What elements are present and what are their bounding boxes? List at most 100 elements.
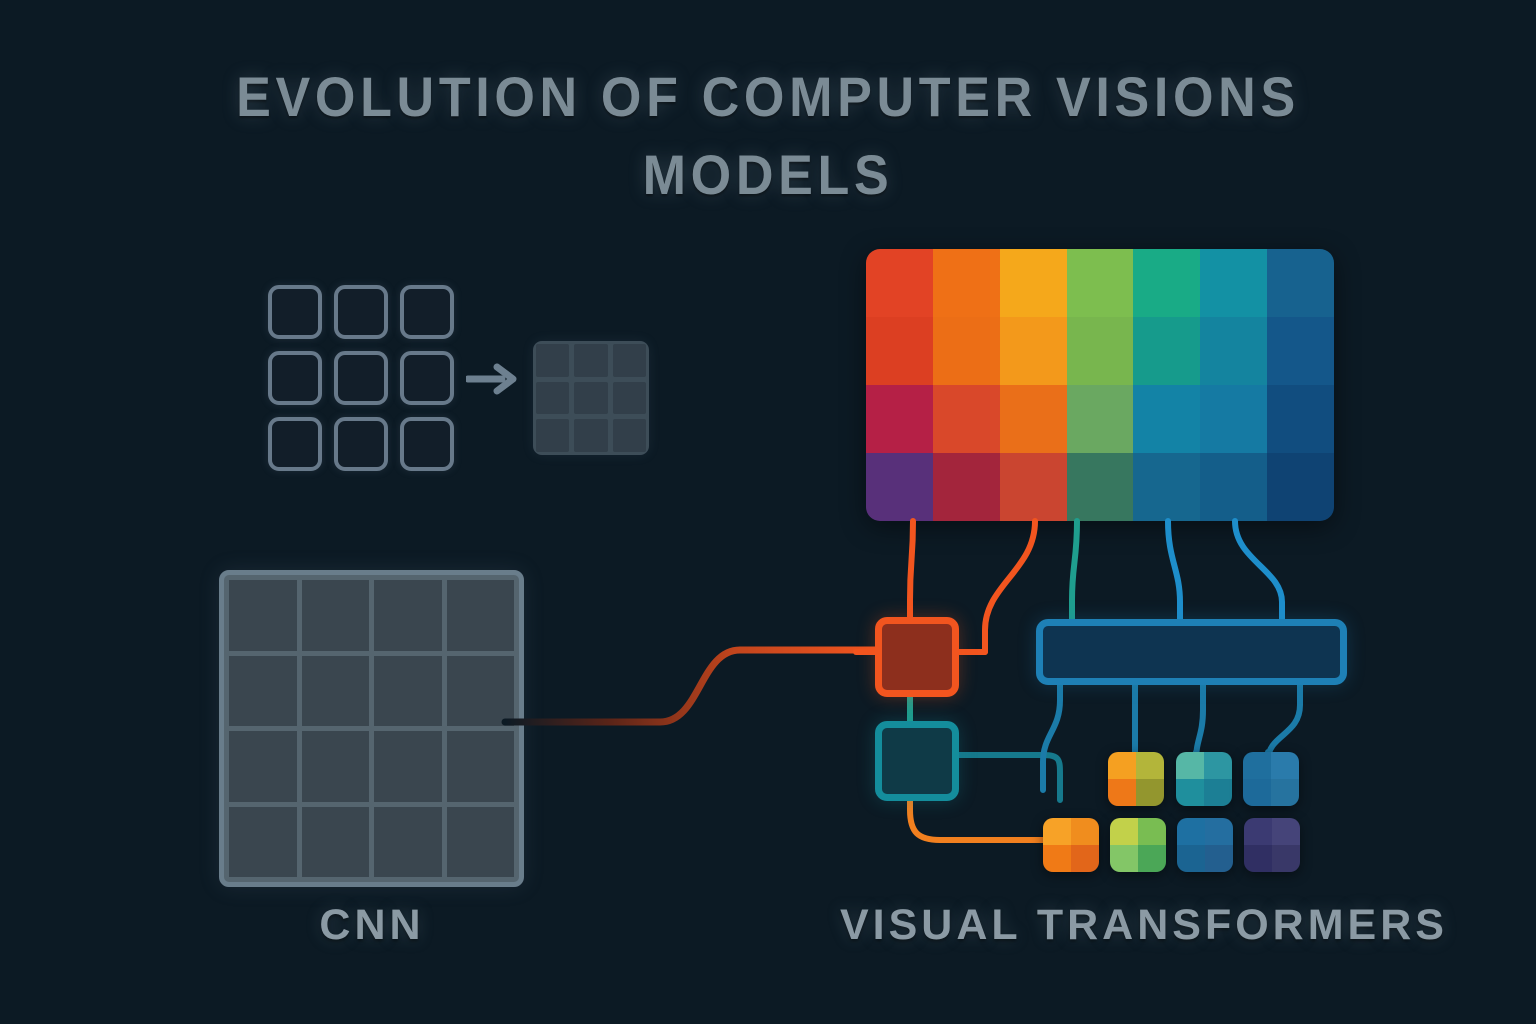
cnn-cell [229, 655, 297, 726]
heatmap-cell-r1-c4 [1066, 249, 1134, 317]
cnn-cell [301, 655, 369, 726]
feature-cell [536, 419, 570, 452]
wire-blue-2 [1232, 518, 1285, 622]
heatmap-cell-r1-c5 [1133, 249, 1201, 317]
cnn-cell [229, 806, 297, 877]
patch-quadrant-4 [1204, 779, 1232, 806]
heatmap-cell-r4-c5 [1133, 453, 1201, 521]
kernel-cell [334, 417, 388, 471]
patch-quadrant-3 [1108, 779, 1136, 806]
patch-quadrant-2 [1136, 752, 1164, 779]
wire-blue-1 [1165, 518, 1183, 622]
heatmap-cell-r2-c5 [1133, 317, 1201, 385]
heatmap-cell-r4-c6 [1200, 453, 1268, 521]
heatmap-cell-r3-c1 [866, 385, 933, 453]
label-visual-transformers: VISUAL TRANSFORMERS [840, 901, 1448, 949]
heatmap-cell-r3-c4 [1066, 385, 1134, 453]
patch-quadrant-3 [1243, 779, 1271, 806]
feature-cell [536, 344, 570, 377]
heatmap-cell-r2-c3 [999, 317, 1067, 385]
patch-quadrant-3 [1043, 845, 1071, 872]
cnn-cell [301, 806, 369, 877]
heatmap-cell-r2-c1 [866, 317, 933, 385]
heatmap-cell-r2-c4 [1066, 317, 1134, 385]
attention-node-teal[interactable] [875, 721, 959, 801]
patch-quadrant-4 [1272, 845, 1300, 872]
cnn-cell [446, 655, 514, 726]
heatmap-cell-r4-c4 [1066, 453, 1134, 521]
wire-teal-1 [1069, 518, 1080, 622]
patch-quadrant-2 [1205, 818, 1233, 845]
heatmap-cell-r2-c2 [932, 317, 1000, 385]
patch-quadrant-1 [1176, 752, 1204, 779]
cnn-cell [229, 731, 297, 802]
patch-token-top-2[interactable] [1176, 752, 1232, 806]
label-cnn: CNN [319, 901, 425, 949]
cnn-cell [374, 655, 442, 726]
heatmap-cell-r1-c3 [999, 249, 1067, 317]
patch-quadrant-1 [1177, 818, 1205, 845]
cnn-cell [446, 580, 514, 651]
heatmap-cell-r3-c5 [1133, 385, 1201, 453]
patch-quadrant-2 [1204, 752, 1232, 779]
patch-quadrant-4 [1271, 779, 1299, 806]
heatmap-cell-r2-c7 [1267, 317, 1334, 385]
wire-orange-2 [982, 518, 1038, 655]
heatmap-cell-r3-c6 [1200, 385, 1268, 453]
heatmap-cell-r3-c2 [932, 385, 1000, 453]
heatmap-cell-r3-c3 [999, 385, 1067, 453]
feature-cell [536, 381, 570, 415]
feature-cell [612, 381, 646, 415]
patch-quadrant-4 [1071, 845, 1099, 872]
kernel-cell [334, 351, 388, 405]
attention-heatmap [866, 249, 1334, 521]
patch-quadrant-4 [1138, 845, 1166, 872]
patch-quadrant-1 [1243, 752, 1271, 779]
patch-token-bottom-4[interactable] [1244, 818, 1300, 872]
wire-encoder-1 [1040, 668, 1063, 793]
cnn-cell [446, 731, 514, 802]
arrow-right-icon [466, 363, 517, 395]
cnn-cell [301, 580, 369, 651]
patch-token-bottom-1[interactable] [1043, 818, 1099, 872]
cnn-cell [446, 806, 514, 877]
kernel-cell [334, 285, 388, 339]
patch-quadrant-1 [1108, 752, 1136, 779]
patch-quadrant-1 [1110, 818, 1138, 845]
kernel-cell [400, 351, 454, 405]
kernel-cell [268, 351, 322, 405]
heatmap-cell-r1-c7 [1267, 249, 1334, 317]
feature-cell [574, 419, 608, 452]
patch-quadrant-2 [1272, 818, 1300, 845]
patch-quadrant-3 [1176, 779, 1204, 806]
patch-token-top-3[interactable] [1243, 752, 1299, 806]
wire-cnn-to-transformer [501, 646, 879, 726]
patch-token-top-1[interactable] [1108, 752, 1164, 806]
heatmap-cell-r4-c1 [866, 453, 933, 521]
heatmap-cell-r4-c3 [999, 453, 1067, 521]
title-line-2: MODELS [642, 143, 894, 206]
feature-cell [612, 344, 646, 377]
patch-quadrant-3 [1110, 845, 1138, 872]
feature-map-block [533, 341, 649, 455]
kernel-cell [268, 285, 322, 339]
patch-quadrant-1 [1244, 818, 1272, 845]
cnn-cell [374, 580, 442, 651]
patch-token-bottom-2[interactable] [1110, 818, 1166, 872]
cnn-cell [301, 731, 369, 802]
patch-quadrant-2 [1138, 818, 1166, 845]
transformer-encoder-bar[interactable] [1036, 619, 1347, 685]
feature-cell [574, 344, 608, 377]
wire-teal-to-patch [942, 752, 1063, 803]
cnn-feature-grid [219, 570, 524, 887]
convolution-kernel-grid [268, 285, 454, 471]
patch-token-bottom-3[interactable] [1177, 818, 1233, 872]
kernel-cell [400, 417, 454, 471]
attention-node-orange[interactable] [875, 617, 959, 697]
heatmap-cell-r1-c6 [1200, 249, 1268, 317]
heatmap-cell-r1-c2 [932, 249, 1000, 317]
title-line-1: EVOLUTION OF COMPUTER VISIONS [236, 65, 1300, 128]
patch-quadrant-3 [1244, 845, 1272, 872]
cnn-cell [374, 731, 442, 802]
